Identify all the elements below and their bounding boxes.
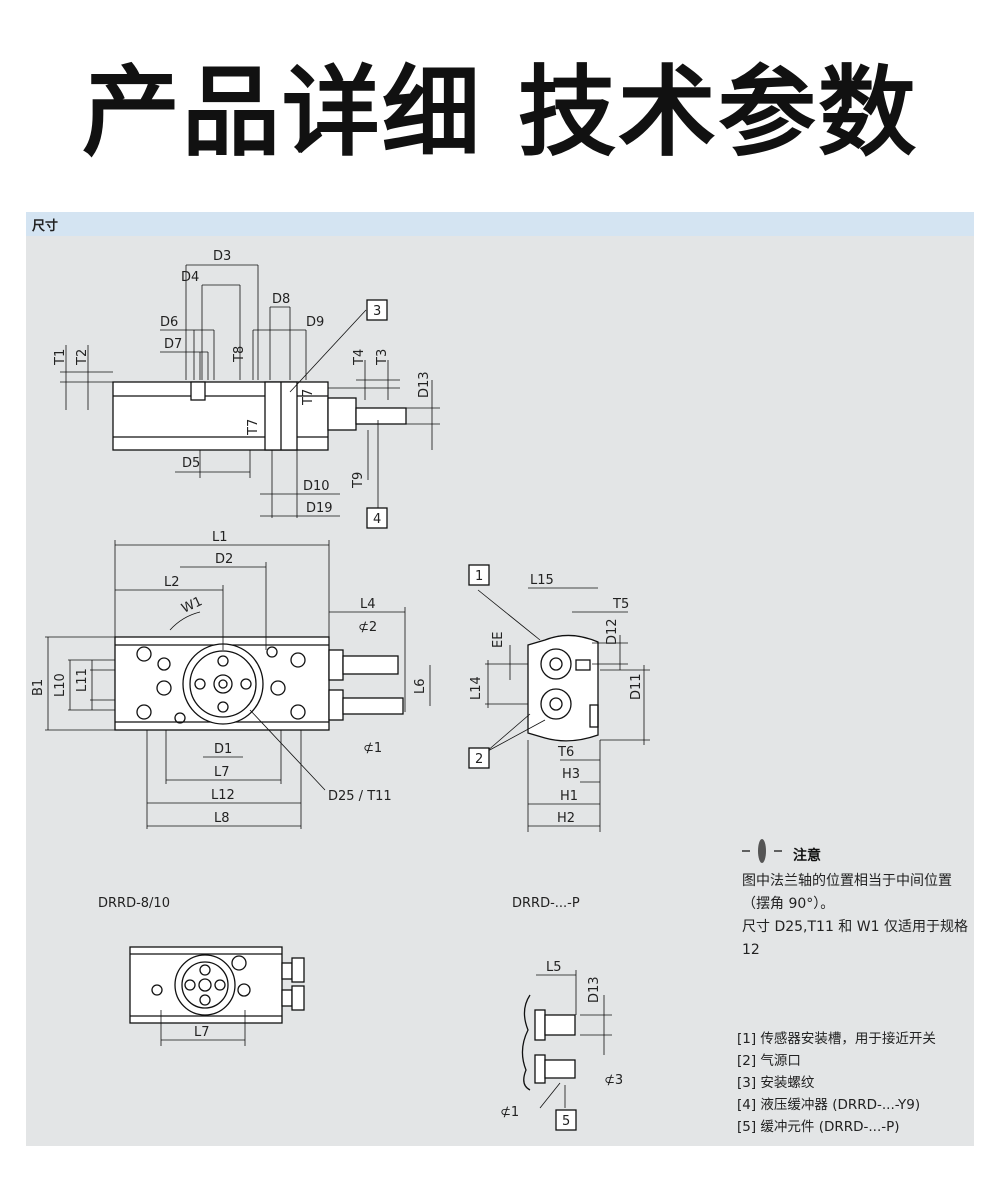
svg-text:D5: D5 [182, 456, 200, 471]
svg-text:W1: W1 [179, 594, 204, 617]
svg-text:D2: D2 [215, 552, 233, 567]
top-view [60, 264, 440, 529]
svg-text:T7: T7 [301, 389, 316, 406]
svg-text:D25 / T11: D25 / T11 [328, 789, 392, 804]
svg-text:⊄1: ⊄1 [500, 1105, 519, 1120]
small-right-view [521, 970, 612, 1131]
legend-item-1: [1] 传感器安装槽，用于接近开关 [737, 1031, 936, 1047]
svg-text:T2: T2 [75, 349, 90, 366]
svg-text:⊄1: ⊄1 [363, 741, 382, 756]
svg-text:D9: D9 [306, 315, 324, 330]
svg-text:L12: L12 [211, 788, 235, 803]
side-view [468, 564, 650, 832]
svg-text:D6: D6 [160, 315, 178, 330]
svg-text:T7: T7 [246, 419, 261, 436]
svg-text:L4: L4 [360, 597, 376, 612]
svg-text:L6: L6 [413, 678, 428, 694]
note-body: 图中法兰轴的位置相当于中间位置（摆角 90°）。 尺寸 D25,T11 和 W1… [742, 870, 974, 962]
page-title: 产品详细 技术参数 [81, 56, 919, 170]
svg-text:4: 4 [373, 512, 381, 527]
svg-text:H3: H3 [562, 767, 580, 782]
svg-text:L15: L15 [530, 573, 554, 588]
svg-text:L2: L2 [164, 575, 180, 590]
svg-text:L1: L1 [212, 530, 228, 545]
legend-item-4: [4] 液压缓冲器 (DRRD-...-Y9) [737, 1097, 921, 1113]
svg-text:T1: T1 [53, 349, 68, 366]
svg-text:L5: L5 [546, 960, 562, 975]
svg-text:L7: L7 [214, 765, 230, 780]
svg-text:5: 5 [562, 1114, 570, 1129]
svg-text:T8: T8 [232, 346, 247, 363]
svg-text:T6: T6 [557, 745, 574, 760]
svg-text:B1: B1 [31, 679, 46, 696]
svg-text:D11: D11 [629, 673, 644, 700]
svg-text:3: 3 [373, 304, 381, 319]
svg-text:D3: D3 [213, 249, 231, 264]
svg-text:D12: D12 [605, 618, 620, 645]
small-left-view [129, 946, 305, 1046]
small-view-labels: L7 L5 D13 ⊄3 ⊄1 5 [194, 960, 623, 1129]
svg-text:D8: D8 [272, 292, 290, 307]
svg-text:L11: L11 [75, 668, 90, 692]
svg-text:D13: D13 [587, 976, 602, 1003]
note-line-2: 尺寸 D25,T11 和 W1 仅适用于规格 12 [742, 919, 968, 958]
legend-item-2: [2] 气源口 [737, 1053, 801, 1069]
model-left-label: DRRD-8/10 [98, 896, 170, 911]
svg-text:2: 2 [475, 752, 483, 767]
note-line-1: 图中法兰轴的位置相当于中间位置（摆角 90°）。 [742, 873, 952, 912]
svg-text:1: 1 [475, 569, 483, 584]
legend-list: [1] 传感器安装槽，用于接近开关 [2] 气源口 [3] 安装螺纹 [4] 液… [737, 1028, 936, 1138]
svg-text:T4: T4 [352, 349, 367, 366]
svg-text:D4: D4 [181, 270, 199, 285]
svg-text:D1: D1 [214, 742, 232, 757]
info-icon [742, 839, 782, 863]
section-header-bar: 尺寸 [26, 212, 974, 236]
svg-text:D19: D19 [306, 501, 333, 516]
svg-text:T9: T9 [351, 472, 366, 489]
section-header: 尺寸 [32, 219, 59, 234]
svg-text:⊄2: ⊄2 [358, 620, 377, 635]
svg-text:D10: D10 [303, 479, 330, 494]
svg-text:⊄3: ⊄3 [604, 1073, 623, 1088]
legend-item-5: [5] 缓冲元件 (DRRD-...-P) [737, 1119, 900, 1135]
svg-text:D7: D7 [164, 337, 182, 352]
model-right-label: DRRD-...-P [512, 896, 580, 911]
svg-text:D13: D13 [417, 371, 432, 398]
svg-text:L7: L7 [194, 1025, 210, 1040]
svg-text:EE: EE [491, 632, 506, 648]
svg-text:T5: T5 [612, 597, 629, 612]
top-view-labels: D3 D4 D8 D6 D9 D7 T8 T1 T2 T4 T3 D13 T7 … [53, 249, 432, 527]
svg-text:L10: L10 [53, 673, 68, 697]
note-title: 注意 [793, 848, 821, 864]
svg-text:L8: L8 [214, 811, 230, 826]
legend-item-3: [3] 安装螺纹 [737, 1075, 815, 1091]
svg-text:T3: T3 [375, 349, 390, 366]
front-view [45, 540, 431, 829]
side-view-labels: L15 T5 EE D12 L14 D11 T6 H3 H1 H2 1 2 [469, 569, 644, 826]
svg-text:L14: L14 [469, 676, 484, 700]
svg-text:H2: H2 [557, 811, 575, 826]
svg-text:H1: H1 [560, 789, 578, 804]
